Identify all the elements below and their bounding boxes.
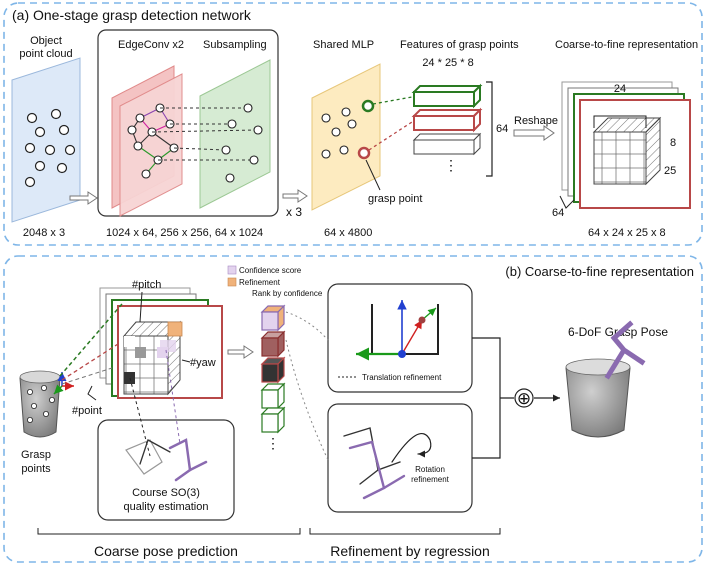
- grasp-point-label: grasp point: [368, 193, 422, 205]
- section-b-frame: [3, 255, 703, 563]
- feature-link-red: [368, 121, 413, 151]
- legend-ref-swatch: [227, 277, 237, 287]
- cube-dim-side: 25: [664, 165, 676, 177]
- subsample-links: [151, 107, 257, 161]
- so3-line1: Course SO(3): [132, 487, 200, 499]
- plus-circle: [514, 388, 534, 408]
- features-label: Features of grasp points: [400, 39, 519, 51]
- translation-label: Translation refinement: [362, 373, 442, 382]
- point-label: #point: [72, 405, 102, 417]
- arrow-to-backbone: [69, 191, 98, 205]
- rotation-box: [327, 403, 473, 513]
- subsample-points: [221, 103, 263, 183]
- cube-stack-dim-line: [559, 195, 575, 209]
- c2f-label: Coarse-to-fine representation: [555, 39, 698, 51]
- pitch-label: #pitch: [132, 279, 161, 291]
- section-a-title: (a) One-stage grasp detection network: [12, 7, 252, 23]
- point-bracket: [87, 385, 97, 401]
- so3-line2: quality estimation: [124, 501, 209, 513]
- legend-conf: Confidence score: [239, 266, 302, 275]
- input-points: [24, 108, 76, 188]
- repeat-label: x 3: [286, 205, 302, 219]
- rotation-link: [285, 339, 329, 461]
- rank-bar-purple: [260, 304, 286, 332]
- subsampling-label: Subsampling: [203, 39, 267, 51]
- feature-ellipsis: ⋮: [444, 157, 458, 173]
- grasp-point-red: [357, 146, 371, 160]
- feature-bar-red: [411, 107, 483, 133]
- feature-bar-green: [411, 83, 483, 109]
- plus-symbol: ⊕: [517, 389, 531, 408]
- feature-link-green: [372, 96, 413, 105]
- ori-grid: [122, 320, 183, 396]
- coarse-bracket: [37, 528, 301, 535]
- cube-stack: 64: [552, 207, 564, 219]
- grasp-point-pointer: [365, 159, 381, 191]
- section-b-title: (b) Coarse-to-fine representation: [505, 264, 694, 279]
- grasp-points-line1: Grasp: [21, 449, 51, 461]
- backbone-box: [97, 29, 279, 217]
- feature-size: 24 * 25 * 8: [422, 57, 473, 69]
- reshape-label: Reshape: [514, 115, 558, 127]
- rank-ellipsis: ⋮: [266, 435, 280, 451]
- mlp-plane: [311, 63, 381, 211]
- rank-bar-red: [260, 330, 286, 358]
- coarse-caption: Coarse pose prediction: [94, 543, 238, 559]
- yaw-pointer: [181, 359, 191, 363]
- refine-caption: Refinement by regression: [330, 543, 490, 559]
- section-a-frame: [3, 2, 703, 246]
- output-object: [565, 320, 646, 438]
- input-label-line2: point cloud: [19, 48, 72, 60]
- mlp-points: [321, 107, 357, 159]
- backbone-dims: 1024 x 64, 256 x 256, 64 x 1024: [106, 227, 263, 239]
- link-gray: [61, 367, 113, 385]
- arrow-to-rank: [227, 345, 254, 359]
- rank-bar-dark: [260, 356, 286, 384]
- grasp-object: [19, 370, 61, 438]
- edgeconv-label: EdgeConv x2: [118, 39, 184, 51]
- translation-axes: [356, 300, 437, 361]
- legend-ref: Refinement: [239, 278, 281, 287]
- legend-conf-swatch: [227, 265, 237, 275]
- reshape-arrow: [513, 125, 555, 141]
- mlp-label: Shared MLP: [313, 39, 374, 51]
- pitch-pointer: [139, 291, 143, 323]
- subsample-plane: [199, 59, 271, 209]
- rank-label: Rank by confidence: [252, 289, 323, 298]
- feature-count: 64: [496, 123, 508, 135]
- grasp-points-line2: points: [21, 463, 51, 475]
- yaw-label: #yaw: [190, 357, 216, 369]
- so3-link-purple: [165, 349, 181, 445]
- translation-link: [285, 311, 329, 341]
- mlp-dim: 64 x 4800: [324, 227, 372, 239]
- grasp-point-green: [361, 99, 375, 113]
- rank-bar-green1: [260, 382, 286, 410]
- rotation-line2: refinement: [411, 475, 450, 484]
- c2f-dim: 64 x 24 x 25 x 8: [588, 227, 666, 239]
- feature-brace: [486, 81, 493, 177]
- edgeconv-plane-front: [119, 73, 183, 217]
- c2f-cube: [592, 116, 662, 186]
- cube-top-dim-line: [593, 115, 647, 128]
- so3-box: [97, 419, 235, 521]
- cube-dim-depth: 8: [670, 137, 676, 149]
- so3-gripper-poses: [125, 438, 208, 482]
- refine-bracket: [309, 528, 501, 535]
- rotation-grippers: [343, 427, 432, 500]
- combine-lines: [472, 337, 514, 459]
- link-green: [59, 303, 123, 377]
- rank-bar-green2: [260, 406, 286, 434]
- rotation-line1: Rotation: [415, 465, 445, 474]
- feature-bar-gray: [412, 132, 482, 156]
- input-label-line1: Object: [30, 35, 62, 47]
- arrow-to-mlp: [282, 189, 308, 203]
- cube-dim-top: 24: [614, 83, 626, 95]
- input-dim: 2048 x 3: [23, 227, 65, 239]
